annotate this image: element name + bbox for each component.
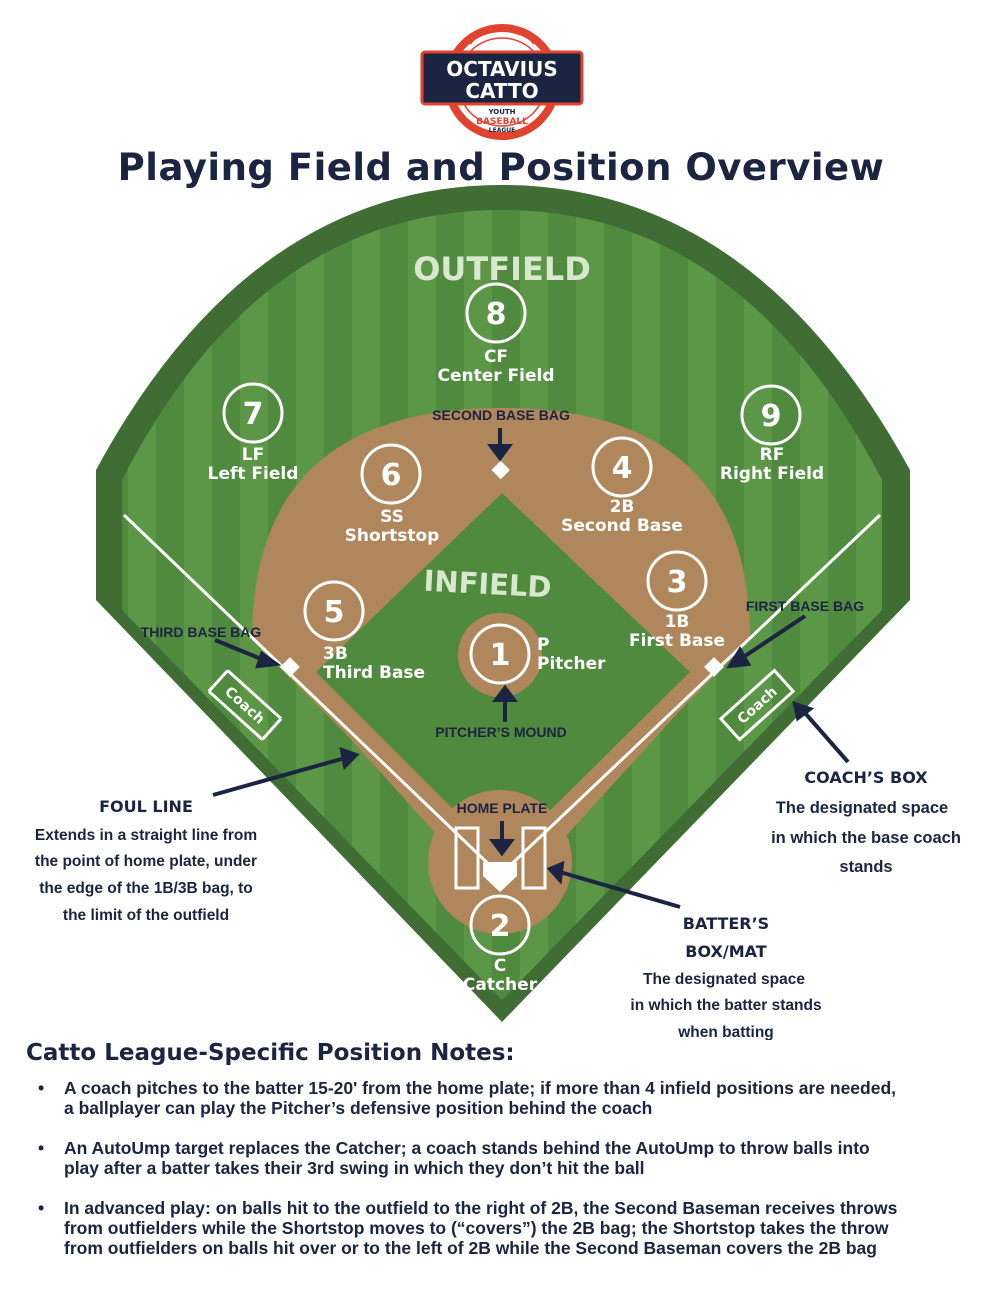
batters-box-title-1: BATTER’S: [683, 914, 769, 933]
position-circle: [222, 382, 284, 444]
home-plate-label: HOME PLATE: [457, 800, 548, 816]
note-2-line-2: play after a batter takes their 3rd swin…: [64, 1158, 645, 1178]
note-3-line-1: In advanced play: on balls hit to the ou…: [64, 1198, 898, 1218]
foul-line-right: [498, 513, 882, 877]
note-3-line-2: from outfielders while the Shortstop mov…: [64, 1218, 889, 1238]
position-circle: [469, 894, 531, 956]
position-number: 6: [381, 458, 402, 493]
position-circle: [591, 436, 653, 498]
position-number: 8: [486, 297, 507, 332]
foul-line-desc-3: the edge of the 1B/3B bag, to: [39, 880, 253, 897]
batters-box-left: [454, 826, 480, 890]
position-abbr: CF: [484, 347, 508, 367]
position-circle: [740, 384, 802, 446]
foul-line-desc-2: the point of home plate, under: [35, 853, 257, 870]
position-number: 3: [667, 565, 688, 600]
position-name: Catcher: [463, 975, 538, 995]
infield-label: INFIELD: [423, 564, 553, 605]
position-abbr: 2B: [610, 497, 635, 517]
coachs-box-desc-1: The designated space: [776, 799, 948, 817]
note-item: A coach pitches to the batter 15-20' fro…: [34, 1078, 984, 1118]
position-abbr: C: [494, 956, 506, 976]
position-number: 1: [490, 638, 511, 673]
foul-line-title: FOUL LINE: [99, 797, 193, 816]
logo-line1: OCTAVIUS: [446, 57, 557, 81]
position-name: Shortstop: [345, 526, 440, 546]
note-1-line-2: a ballplayer can play the Pitcher’s defe…: [64, 1098, 653, 1118]
position-circle: [303, 580, 365, 642]
foul-line-desc-1: Extends in a straight line from: [35, 827, 257, 844]
coachs-box-title: COACH’S BOX: [804, 768, 928, 787]
first-base-bag-label: FIRST BASE BAG: [746, 598, 864, 614]
outfield-label: OUTFIELD: [413, 250, 591, 288]
position-name: First Base: [629, 631, 725, 651]
batters-box-desc-2: in which the batter stands: [630, 997, 821, 1014]
second-base-bag-label: SECOND BASE BAG: [432, 407, 570, 423]
batters-box-title-2: BOX/MAT: [685, 942, 766, 961]
note-3-line-3: from outfielders on balls hit over or to…: [64, 1238, 877, 1258]
position-name: Left Field: [208, 464, 299, 484]
position-abbr: LF: [242, 445, 264, 465]
position-abbr: SS: [380, 507, 404, 527]
notes-list: A coach pitches to the batter 15-20' fro…: [34, 1078, 984, 1278]
position-number: 2: [490, 909, 511, 944]
position-abbr: 3B: [323, 644, 348, 664]
position-name: Center Field: [437, 366, 554, 386]
coachs-box-desc-2: in which the base coach: [771, 829, 961, 847]
position-number: 9: [761, 399, 782, 434]
position-abbr: RF: [760, 445, 785, 465]
first-base-bag: [704, 657, 724, 677]
position-circle: [469, 623, 531, 685]
position-name: Third Base: [323, 663, 425, 683]
position-number: 7: [243, 397, 264, 432]
position-abbr: P: [537, 635, 549, 655]
position-number: 5: [324, 595, 345, 630]
position-circle: [465, 282, 527, 344]
second-base-bag: [491, 460, 510, 480]
third-base-bag-label: THIRD BASE BAG: [141, 624, 262, 640]
logo-line5: LEAGUE: [489, 127, 515, 134]
grass-stripe: [128, 210, 156, 1000]
home-plate: [483, 862, 517, 892]
pointer-arrows: [212, 428, 850, 909]
note-2-line-1: An AutoUmp target replaces the Catcher; …: [64, 1138, 870, 1158]
league-logo: OCTAVIUS CATTO YOUTH BASEBALL LEAGUE: [420, 24, 584, 140]
foul-line-desc-4: the limit of the outfield: [63, 907, 229, 924]
position-name: Second Base: [561, 516, 683, 536]
position-circle: [646, 550, 708, 612]
page-title: Playing Field and Position Overview: [117, 146, 885, 189]
position-name: Pitcher: [537, 654, 606, 674]
batters-box-right: [521, 826, 547, 890]
grass-stripe: [912, 200, 940, 1020]
note-item: In advanced play: on balls hit to the ou…: [34, 1198, 984, 1258]
notes-title: Catto League-Specific Position Notes:: [26, 1040, 515, 1066]
pitchers-mound-label: PITCHER’S MOUND: [435, 724, 566, 740]
note-1-line-1: A coach pitches to the batter 15-20' fro…: [64, 1078, 897, 1098]
logo-line3: YOUTH: [487, 108, 515, 116]
position-number: 4: [612, 451, 633, 486]
third-base-bag: [280, 657, 300, 677]
logo-line2: CATTO: [465, 79, 538, 103]
coachs-box-desc-3: stands: [839, 858, 892, 876]
foul-line-left: [122, 513, 502, 877]
batters-box-desc-1: The designated space: [643, 971, 805, 988]
position-name: Right Field: [720, 464, 824, 484]
logo-line4: BASEBALL: [476, 117, 528, 127]
note-item: An AutoUmp target replaces the Catcher; …: [34, 1138, 984, 1178]
batters-box-desc-3: when batting: [677, 1024, 774, 1040]
position-circle: [360, 443, 422, 505]
position-abbr: 1B: [665, 612, 690, 632]
